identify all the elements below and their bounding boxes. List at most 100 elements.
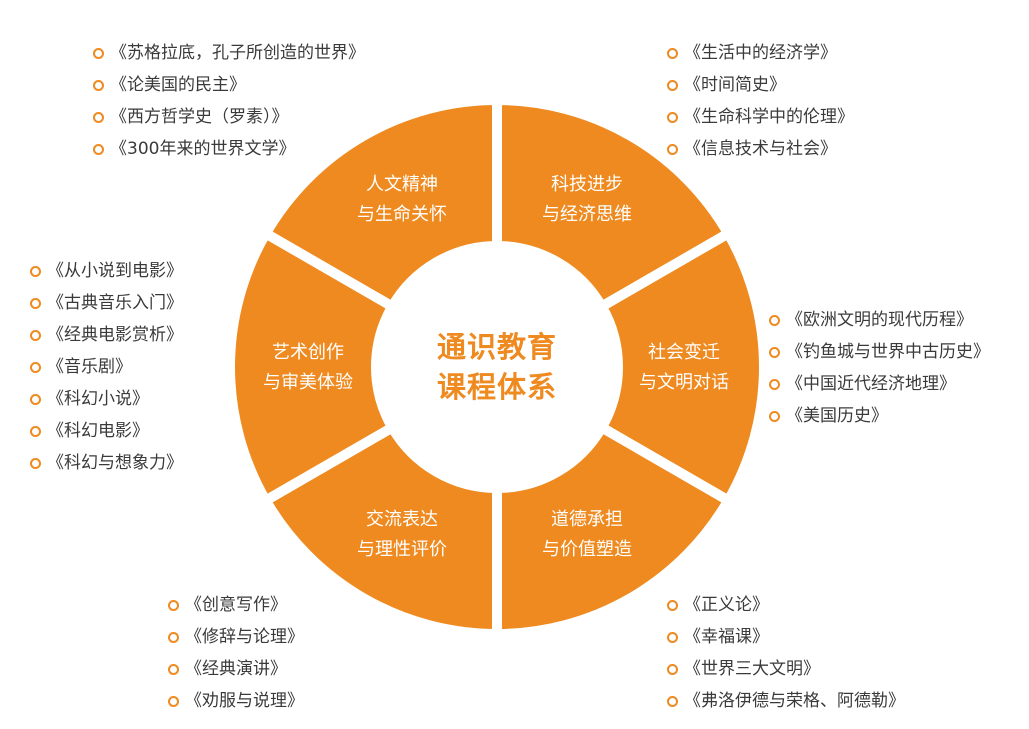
circle-bullet-icon (769, 410, 780, 422)
circle-bullet-icon (30, 329, 41, 341)
book-title: 《300年来的世界文学》 (110, 139, 296, 159)
book-item: 《劝服与说理》 (168, 685, 304, 717)
book-item: 《创意写作》 (168, 589, 304, 621)
book-title: 《苏格拉底，孔子所创造的世界》 (110, 43, 365, 63)
book-title: 《经典电影赏析》 (47, 325, 183, 345)
segment-arts (225, 226, 400, 508)
segment-label-arts: 艺术创作 与审美体验 (238, 338, 378, 398)
book-title: 《世界三大文明》 (684, 659, 820, 679)
book-item: 《科幻与想象力》 (30, 447, 183, 479)
book-title: 《钓鱼城与世界中古历史》 (786, 342, 990, 362)
book-item: 《时间简史》 (667, 69, 854, 101)
book-title: 《美国历史》 (786, 406, 888, 426)
circle-bullet-icon (769, 346, 780, 358)
circle-bullet-icon (769, 378, 780, 390)
segment-label-humanities: 人文精神 与生命关怀 (332, 170, 472, 230)
book-list-arts: 《从小说到电影》《古典音乐入门》《经典电影赏析》《音乐剧》《科幻小说》《科幻电影… (30, 255, 183, 479)
book-item: 《世界三大文明》 (667, 653, 905, 685)
circle-bullet-icon (667, 663, 678, 675)
center-circle (380, 250, 614, 484)
segment-label-line: 人文精神 (366, 174, 438, 195)
circle-bullet-icon (667, 631, 678, 643)
segment-label-morality: 道德承担 与价值塑造 (517, 505, 657, 565)
segment-label-communication: 交流表达 与理性评价 (332, 505, 472, 565)
book-title: 《弗洛伊德与荣格、阿德勒》 (684, 691, 905, 711)
book-title: 《从小说到电影》 (47, 261, 183, 281)
center-title-line2: 课程体系 (436, 370, 558, 404)
circle-bullet-icon (667, 111, 678, 123)
book-title: 《科幻小说》 (47, 389, 149, 409)
book-list-communication: 《创意写作》《修辞与论理》《经典演讲》《劝服与说理》 (168, 589, 304, 717)
circle-bullet-icon (667, 599, 678, 611)
circle-bullet-icon (667, 143, 678, 155)
circle-bullet-icon (168, 663, 179, 675)
center-title-line1: 通识教育 (436, 330, 558, 364)
book-item: 《经典电影赏析》 (30, 319, 183, 351)
circle-bullet-icon (168, 631, 179, 643)
book-item: 《信息技术与社会》 (667, 133, 854, 165)
book-title: 《中国近代经济地理》 (786, 374, 956, 394)
book-item: 《西方哲学史（罗素）》 (93, 101, 365, 133)
circle-bullet-icon (93, 79, 104, 91)
segment-society (594, 226, 769, 508)
book-title: 《经典演讲》 (185, 659, 287, 679)
circle-bullet-icon (30, 425, 41, 437)
book-title: 《论美国的民主》 (110, 75, 246, 95)
book-title: 《音乐剧》 (47, 357, 132, 377)
book-item: 《幸福课》 (667, 621, 905, 653)
segment-morality (492, 420, 736, 640)
center-title: 通识教育 课程体系 (437, 327, 557, 407)
book-title: 《幸福课》 (684, 627, 769, 647)
book-title: 《生命科学中的伦理》 (684, 107, 854, 127)
circle-bullet-icon (168, 599, 179, 611)
book-item: 《论美国的民主》 (93, 69, 365, 101)
book-title: 《古典音乐入门》 (47, 293, 183, 313)
segment-label-line: 社会变迁 (648, 342, 720, 363)
circle-bullet-icon (30, 361, 41, 373)
book-list-society: 《欧洲文明的现代历程》《钓鱼城与世界中古历史》《中国近代经济地理》《美国历史》 (769, 304, 990, 432)
book-item: 《生命科学中的伦理》 (667, 101, 854, 133)
book-item: 《经典演讲》 (168, 653, 304, 685)
segment-communication (258, 420, 502, 640)
book-item: 《弗洛伊德与荣格、阿德勒》 (667, 685, 905, 717)
circle-bullet-icon (667, 695, 678, 707)
book-item: 《钓鱼城与世界中古历史》 (769, 336, 990, 368)
book-title: 《创意写作》 (185, 595, 287, 615)
book-item: 《正义论》 (667, 589, 905, 621)
segment-label-line: 艺术创作 (272, 342, 344, 363)
circle-bullet-icon (168, 695, 179, 707)
book-title: 《修辞与论理》 (185, 627, 304, 647)
segment-humanities (258, 94, 502, 314)
segment-label-line: 科技进步 (551, 174, 623, 195)
book-list-technology: 《生活中的经济学》《时间简史》《生命科学中的伦理》《信息技术与社会》 (667, 37, 854, 165)
book-item: 《美国历史》 (769, 400, 990, 432)
segment-label-line: 交流表达 (366, 509, 438, 530)
circle-bullet-icon (667, 47, 678, 59)
book-title: 《正义论》 (684, 595, 769, 615)
book-title: 《欧洲文明的现代历程》 (786, 310, 973, 330)
circle-bullet-icon (93, 111, 104, 123)
book-item: 《科幻小说》 (30, 383, 183, 415)
segment-label-society: 社会变迁 与文明对话 (614, 338, 754, 398)
segment-technology (492, 94, 736, 314)
book-item: 《300年来的世界文学》 (93, 133, 365, 165)
book-item: 《生活中的经济学》 (667, 37, 854, 69)
book-item: 《修辞与论理》 (168, 621, 304, 653)
book-item: 《欧洲文明的现代历程》 (769, 304, 990, 336)
book-title: 《西方哲学史（罗素）》 (110, 107, 289, 127)
segment-label-line: 与文明对话 (639, 372, 729, 393)
book-item: 《科幻电影》 (30, 415, 183, 447)
segment-label-line: 与审美体验 (263, 372, 353, 393)
segment-label-line: 与经济思维 (542, 204, 632, 225)
book-title: 《劝服与说理》 (185, 691, 304, 711)
circle-bullet-icon (30, 265, 41, 277)
book-title: 《时间简史》 (684, 75, 786, 95)
segment-label-line: 道德承担 (551, 509, 623, 530)
book-item: 《中国近代经济地理》 (769, 368, 990, 400)
circle-bullet-icon (667, 79, 678, 91)
book-item: 《苏格拉底，孔子所创造的世界》 (93, 37, 365, 69)
circle-bullet-icon (30, 457, 41, 469)
segment-label-line: 与理性评价 (357, 539, 447, 560)
circle-bullet-icon (769, 314, 780, 326)
